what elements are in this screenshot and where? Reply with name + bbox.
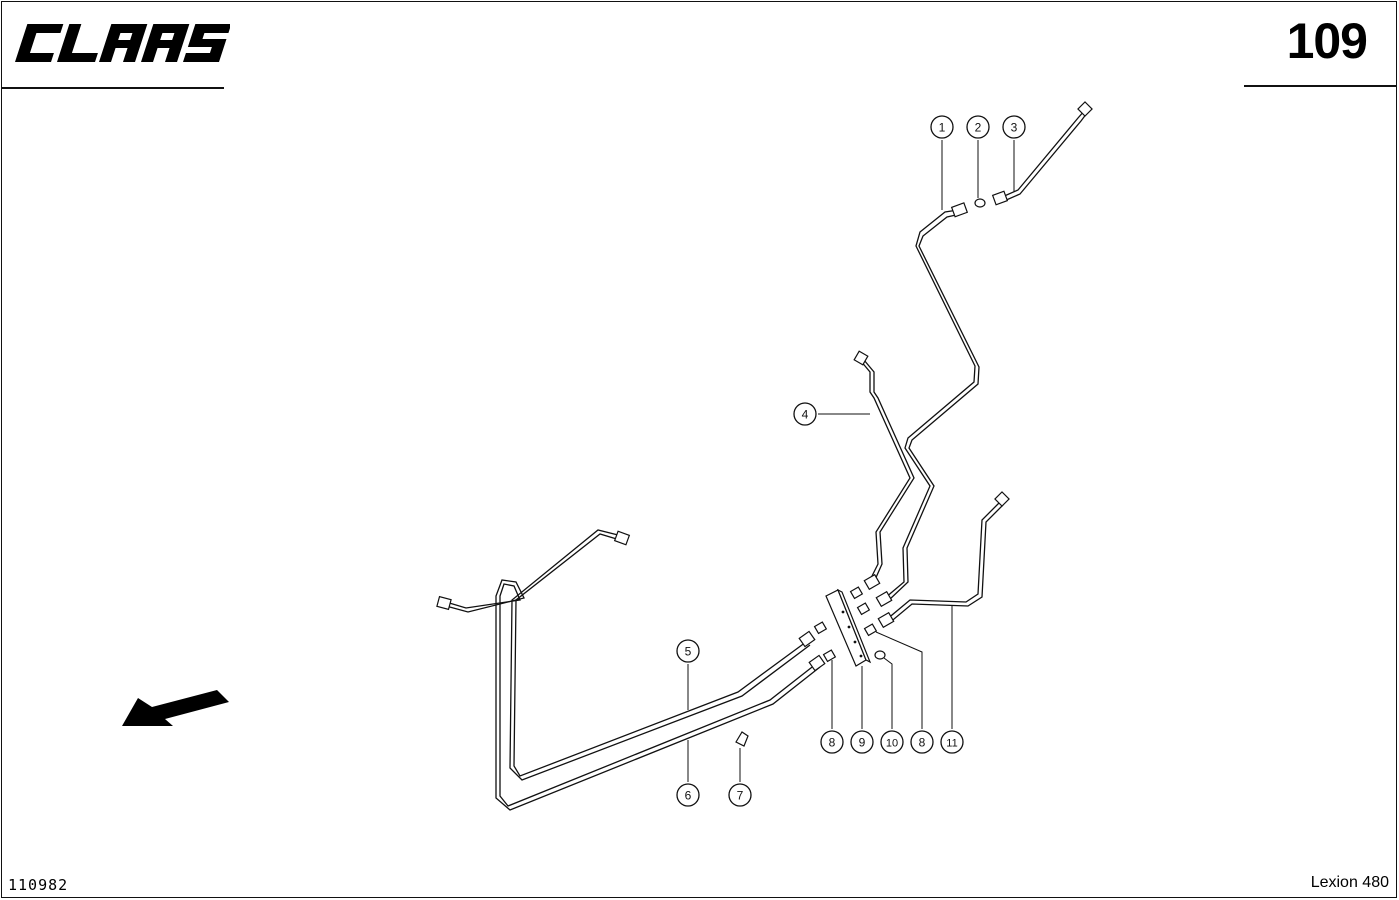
brand-rule	[2, 87, 224, 89]
callout-2: 2	[966, 115, 990, 139]
junction-block	[825, 588, 872, 667]
callout-9: 9	[850, 730, 874, 754]
svg-text:8: 8	[919, 736, 926, 750]
svg-text:4: 4	[802, 408, 809, 422]
svg-text:6: 6	[685, 789, 692, 803]
svg-text:3: 3	[1011, 121, 1018, 135]
direction-arrow-icon	[122, 690, 229, 726]
pipe-6	[436, 579, 826, 811]
claas-logo-mark	[15, 24, 232, 62]
svg-text:2: 2	[975, 121, 982, 135]
fitting-2	[974, 198, 986, 208]
page-number-rule	[1244, 85, 1396, 87]
pipe-1	[875, 202, 980, 608]
callout-8-left: 8	[820, 730, 844, 754]
pipe-4	[853, 350, 915, 591]
svg-text:7: 7	[737, 789, 744, 803]
svg-text:8: 8	[829, 736, 836, 750]
page-number: 109	[1286, 13, 1368, 69]
pipe-5	[509, 529, 816, 781]
callout-5: 5	[676, 639, 700, 663]
svg-text:9: 9	[859, 736, 866, 750]
document-id: 110982	[8, 876, 69, 894]
model-name: Lexion 480	[1310, 874, 1389, 891]
callout-4: 4	[793, 402, 817, 426]
callout-7: 7	[728, 783, 752, 807]
callout-8-right: 8	[910, 730, 934, 754]
callout-6: 6	[676, 783, 700, 807]
svg-text:1: 1	[939, 121, 946, 135]
callout-11: 11	[940, 730, 964, 754]
svg-text:5: 5	[685, 645, 692, 659]
callout-3: 3	[1002, 115, 1026, 139]
pipe-11	[877, 491, 1010, 629]
clip-7	[735, 731, 749, 747]
claas-logo: CLAAS	[10, 22, 232, 69]
callout-10: 10	[880, 730, 904, 754]
svg-text:11: 11	[946, 738, 957, 750]
leader-lines	[687, 140, 1015, 782]
svg-text:10: 10	[886, 738, 898, 750]
callout-1: 1	[930, 115, 954, 139]
block-fittings	[813, 586, 886, 663]
pipe-3	[991, 101, 1093, 206]
